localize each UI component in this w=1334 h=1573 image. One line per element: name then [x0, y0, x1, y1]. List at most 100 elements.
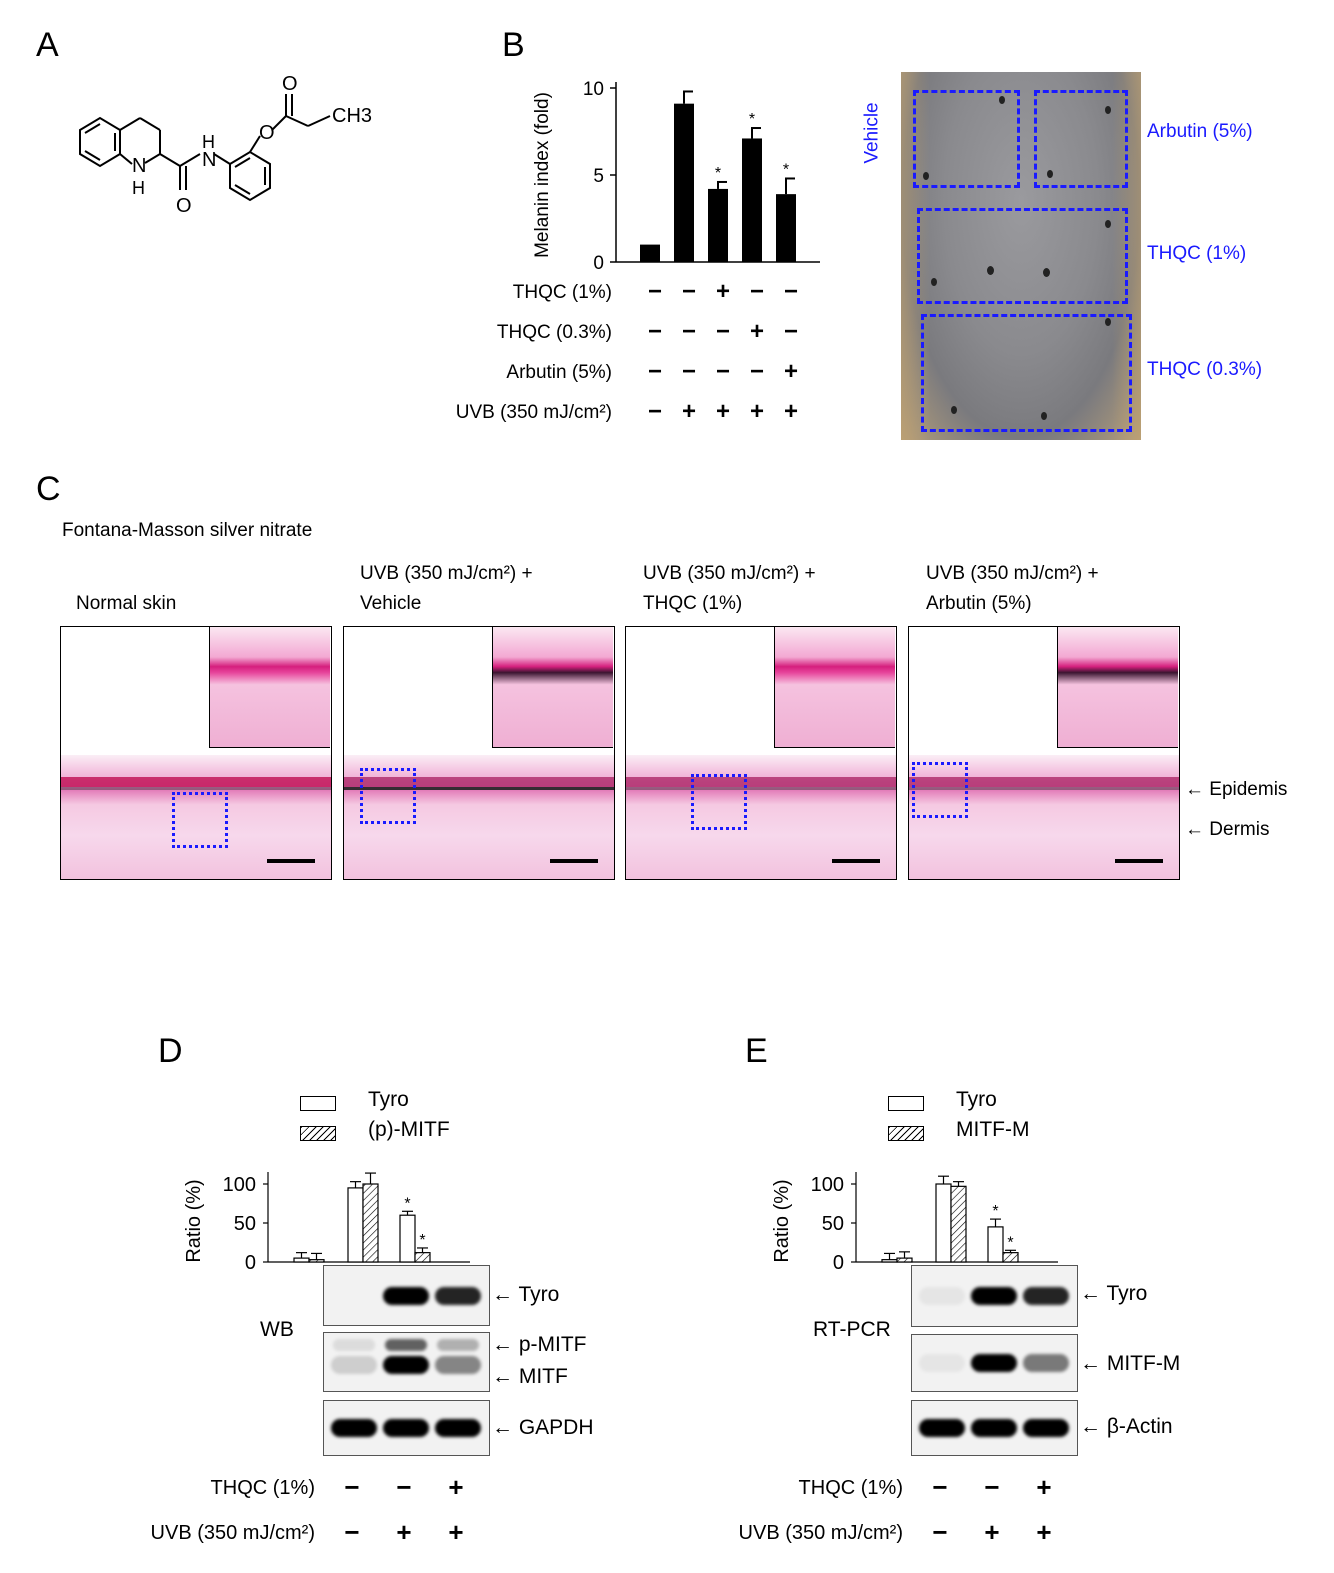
band-label: ← Tyro [492, 1283, 560, 1306]
treatment-label: Arbutin (5%) [506, 362, 612, 383]
atom-o-ester: O [259, 122, 275, 144]
treatment-sign: − [749, 358, 764, 385]
treatment-sign: + [749, 398, 764, 425]
blot-band [1023, 1287, 1069, 1305]
panel-label-e: E [745, 1032, 768, 1070]
stain-title: Fontana-Masson silver nitrate [62, 520, 313, 541]
histo-col-3-line2: THQC (1%) [643, 593, 743, 614]
panel-b-treatment-grid: THQC (1%)−−+−−THQC (0.3%)−−−+−Arbutin (5… [420, 278, 840, 438]
y-tick-label: 50 [234, 1213, 256, 1235]
blot-band [383, 1355, 429, 1374]
dermis-arrow-label: ← Dermis [1185, 819, 1270, 840]
legend-label: Tyro [956, 1088, 997, 1111]
melanin-bar [640, 244, 660, 262]
y-axis-label: Melanin index (fold) [532, 92, 553, 258]
y-tick-label: 50 [822, 1213, 844, 1235]
treatment-sign: + [1036, 1517, 1052, 1547]
thqc-chemical-structure: O CH3 O H N N H O [79, 73, 372, 217]
blot-band [385, 1338, 427, 1351]
photo-label-arbutin: Arbutin (5%) [1147, 121, 1253, 142]
atom-n-amide: N [202, 149, 216, 171]
y-tick-label: 10 [583, 79, 604, 100]
treatment-sign: − [932, 1517, 948, 1547]
treatment-sign: + [984, 1517, 1000, 1547]
treatment-sign: − [783, 318, 798, 345]
band-label: ← p-MITF [492, 1333, 587, 1356]
melanin-bar [708, 188, 728, 262]
hatched-bar [362, 1183, 379, 1263]
blot-band [971, 1419, 1017, 1437]
blot-band [919, 1354, 965, 1372]
blot-band [1023, 1419, 1069, 1437]
treatment-sign: + [783, 398, 798, 425]
significance-mark: * [992, 1203, 998, 1220]
significance-mark: * [783, 161, 789, 178]
significance-mark: * [749, 111, 755, 128]
method-label: WB [260, 1318, 294, 1341]
blot-band [435, 1355, 481, 1374]
atom-o-top: O [282, 73, 298, 95]
hatched-bar [414, 1252, 431, 1263]
legend-label: (p)-MITF [368, 1118, 450, 1141]
histo-col-1-line2: Normal skin [76, 593, 177, 614]
treatment-sign: − [344, 1472, 360, 1502]
mouse-skin-photo [901, 72, 1141, 440]
atom-h-amide: H [202, 132, 215, 152]
panel-label-c: C [36, 470, 61, 508]
band-label: ← β-Actin [1080, 1415, 1173, 1438]
hatched-bar [950, 1185, 967, 1263]
method-label: RT-PCR [813, 1318, 891, 1341]
treatment-sign: + [715, 398, 730, 425]
blot-band [1023, 1354, 1069, 1372]
treatment-sign: + [1036, 1472, 1052, 1502]
legend-swatch-hatched [888, 1126, 924, 1141]
blot-strip [911, 1400, 1078, 1456]
treatment-label: THQC (1%) [798, 1477, 903, 1499]
treatment-sign: + [396, 1517, 412, 1547]
blot-band [383, 1286, 429, 1305]
treatment-sign: − [749, 278, 764, 305]
treatment-sign: − [647, 318, 662, 345]
histo-col-4-line1: UVB (350 mJ/cm²) + [926, 563, 1099, 584]
panel-label-d: D [158, 1032, 183, 1070]
band-label: ← MITF-M [1080, 1352, 1181, 1375]
band-label: ← MITF [492, 1365, 568, 1388]
histology-panel [625, 626, 897, 880]
panel-label-a: A [36, 26, 59, 64]
open-bar [399, 1214, 416, 1263]
atom-h-ring: H [132, 178, 145, 198]
treatment-sign: − [715, 358, 730, 385]
histology-panel [908, 626, 1180, 880]
open-bar [293, 1257, 310, 1263]
treatment-sign: + [448, 1517, 464, 1547]
blot-band [383, 1419, 429, 1437]
treatment-sign: + [681, 398, 696, 425]
y-axis-label: Ratio (%) [183, 1179, 205, 1262]
histo-col-3-line1: UVB (350 mJ/cm²) + [643, 563, 816, 584]
open-bar [935, 1183, 952, 1263]
y-tick-label: 100 [811, 1174, 844, 1196]
blot-band [331, 1419, 377, 1437]
treatment-sign: − [681, 318, 696, 345]
legend-swatch-open [300, 1096, 336, 1111]
epidermis-arrow-label: ← Epidemis [1185, 779, 1288, 800]
blot-band [919, 1419, 965, 1437]
legend-swatch-open [888, 1096, 924, 1111]
treatment-sign: − [984, 1472, 1000, 1502]
treatment-sign: + [715, 278, 730, 305]
blot-band [331, 1355, 377, 1374]
treatment-sign: + [749, 318, 764, 345]
treatment-sign: − [681, 278, 696, 305]
y-tick-label: 5 [593, 166, 604, 187]
blot-band [971, 1354, 1017, 1372]
significance-mark: * [419, 1232, 425, 1249]
treatment-sign: − [344, 1517, 360, 1547]
treatment-sign: − [396, 1472, 412, 1502]
treatment-label: UVB (350 mJ/cm²) [738, 1522, 903, 1544]
melanin-bar [674, 103, 694, 262]
atom-n-ring: N [132, 155, 146, 177]
treatment-sign: − [715, 318, 730, 345]
blot-strip [323, 1400, 490, 1456]
